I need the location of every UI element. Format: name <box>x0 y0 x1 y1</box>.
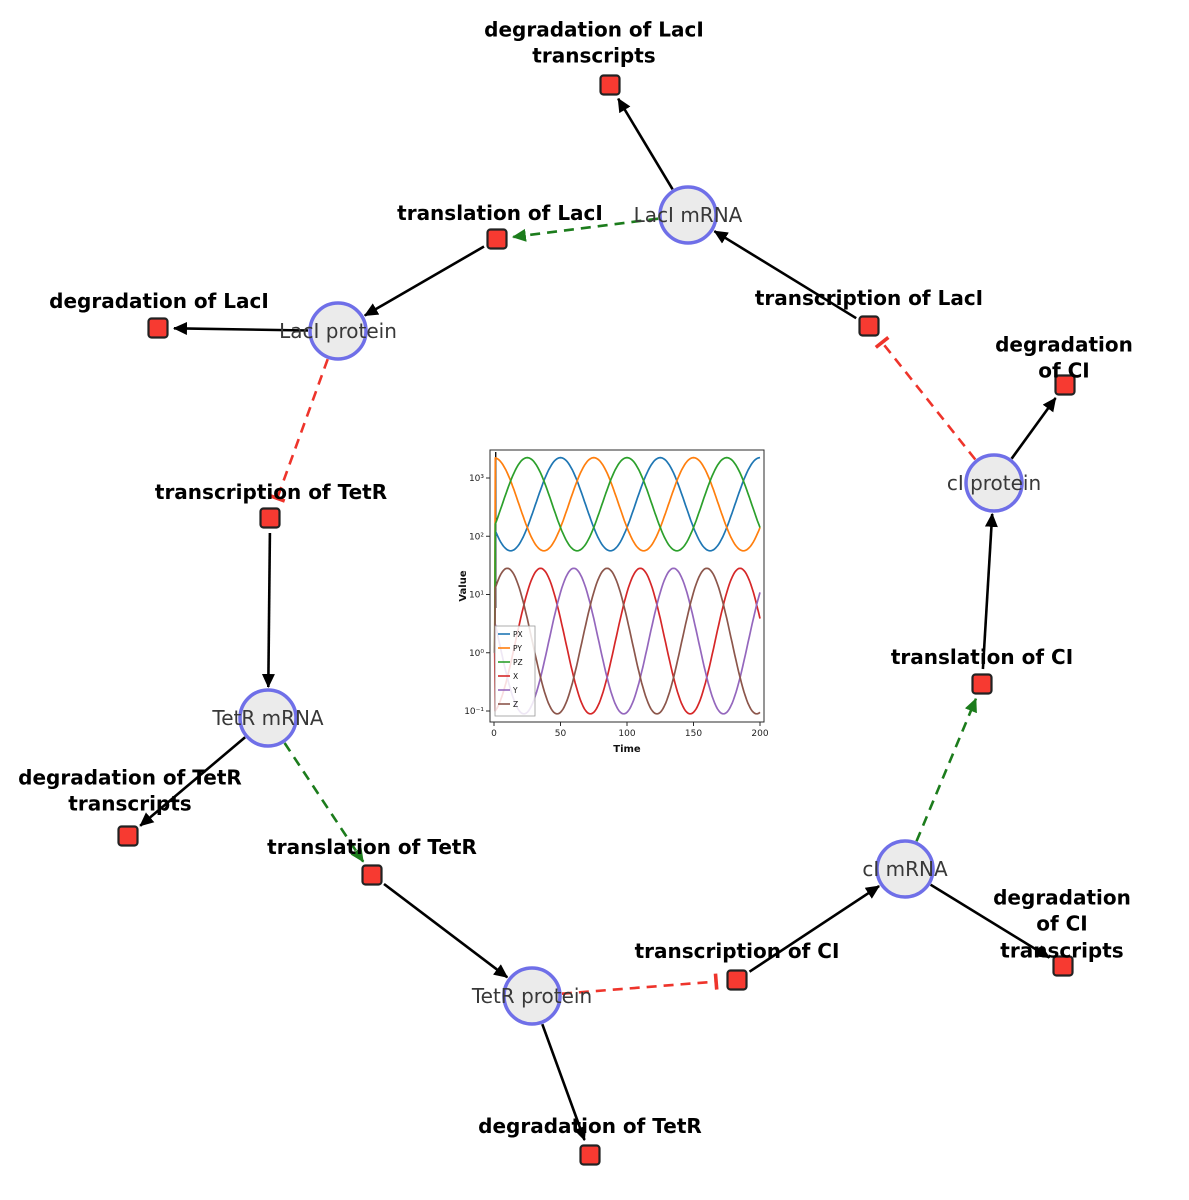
y-tick-label: 10² <box>469 532 484 542</box>
reaction-node-transcription-of-laci <box>858 315 880 337</box>
edge-laci-mrna-to-degradation-of-laci-transcripts <box>617 97 674 190</box>
y-tick-label: 10¹ <box>469 591 484 601</box>
edge-ci-protein-to-transcription-of-laci <box>874 336 977 461</box>
nodes-layer <box>117 74 1076 1166</box>
x-axis-title: Time <box>613 744 641 755</box>
edge-transcription-of-ci-to-ci-mrna <box>748 885 880 973</box>
x-tick-label: 200 <box>751 729 768 739</box>
reaction-node-degradation-of-laci-transcripts <box>599 74 621 96</box>
edge-translation-of-laci-to-laci-protein <box>363 245 485 317</box>
edge-ci-protein-to-degradation-of-ci <box>1010 397 1057 460</box>
reaction-node-translation-of-laci <box>486 228 508 250</box>
edge-laci-mrna-to-translation-of-laci <box>511 217 659 242</box>
edge-tetr-protein-to-degradation-of-tetr <box>541 1023 587 1141</box>
reaction-node-translation-of-ci <box>971 673 993 695</box>
reaction-node-degradation-of-tetr <box>579 1144 601 1166</box>
legend-label-Z: Z <box>513 700 518 709</box>
edge-translation-of-ci-to-ci-protein <box>981 512 998 670</box>
y-axis-title: Value <box>458 570 469 601</box>
edge-ci-mrna-to-degradation-of-ci-transcripts <box>929 883 1051 959</box>
edge-transcription-of-laci-to-laci-mrna <box>713 230 857 320</box>
edge-transcription-of-tetr-to-tetr-mrna <box>261 532 275 688</box>
legend-label-X: X <box>513 672 518 681</box>
species-node-laci-protein <box>308 301 368 361</box>
species-node-ci-mrna <box>875 839 935 899</box>
species-node-tetr-protein <box>502 966 562 1026</box>
reaction-node-degradation-of-tetr-transcripts <box>117 825 139 847</box>
reaction-node-transcription-of-tetr <box>259 507 281 529</box>
x-tick-label: 0 <box>491 729 497 739</box>
series-line-Z <box>493 567 761 715</box>
y-tick-label: 10⁻¹ <box>464 707 484 717</box>
y-tick-label: 10³ <box>469 474 484 484</box>
y-tick-label: 10⁰ <box>469 649 484 659</box>
reaction-node-degradation-of-ci-transcripts <box>1052 955 1074 977</box>
edge-tetr-mrna-to-translation-of-tetr <box>283 742 365 863</box>
edge-translation-of-tetr-to-tetr-protein <box>383 882 509 979</box>
legend-label-PX: PX <box>513 630 523 639</box>
edge-tetr-protein-to-transcription-of-ci <box>561 973 719 995</box>
x-tick-label: 50 <box>555 729 567 739</box>
legend-label-Y: Y <box>512 686 518 695</box>
species-node-tetr-mrna <box>238 688 298 748</box>
reaction-node-transcription-of-ci <box>726 969 748 991</box>
legend-label-PY: PY <box>513 644 522 653</box>
series-line-PY <box>493 456 761 653</box>
chart-content: 0 50 100 150 200 10³ 10² 10¹ 10⁰ 10⁻¹ PX PY PZ XYZ <box>464 449 769 739</box>
legend-box <box>494 625 536 717</box>
edge-laci-protein-to-degradation-of-laci <box>173 322 309 336</box>
series-line-Y <box>493 567 761 715</box>
reaction-node-degradation-of-laci <box>147 317 169 339</box>
edge-ci-mrna-to-translation-of-ci <box>915 697 978 842</box>
edges-layer <box>139 97 1057 1141</box>
species-node-ci-protein <box>964 453 1024 513</box>
reaction-node-translation-of-tetr <box>361 864 383 886</box>
reaction-node-degradation-of-ci <box>1054 374 1076 396</box>
time-series-plot: 0 50 100 150 200 10³ 10² 10¹ 10⁰ 10⁻¹ PX PY PZ XYZ Ti… <box>458 449 769 755</box>
edge-tetr-mrna-to-degradation-of-tetr-transcripts <box>139 736 246 827</box>
series-line-PZ <box>493 456 761 653</box>
legend-label-PZ: PZ <box>513 658 523 667</box>
series-line-X <box>493 567 761 715</box>
edge-laci-protein-to-transcription-of-tetr <box>269 358 329 503</box>
x-tick-label: 150 <box>685 729 702 739</box>
x-tick-label: 100 <box>618 729 635 739</box>
species-node-laci-mrna <box>658 185 718 245</box>
